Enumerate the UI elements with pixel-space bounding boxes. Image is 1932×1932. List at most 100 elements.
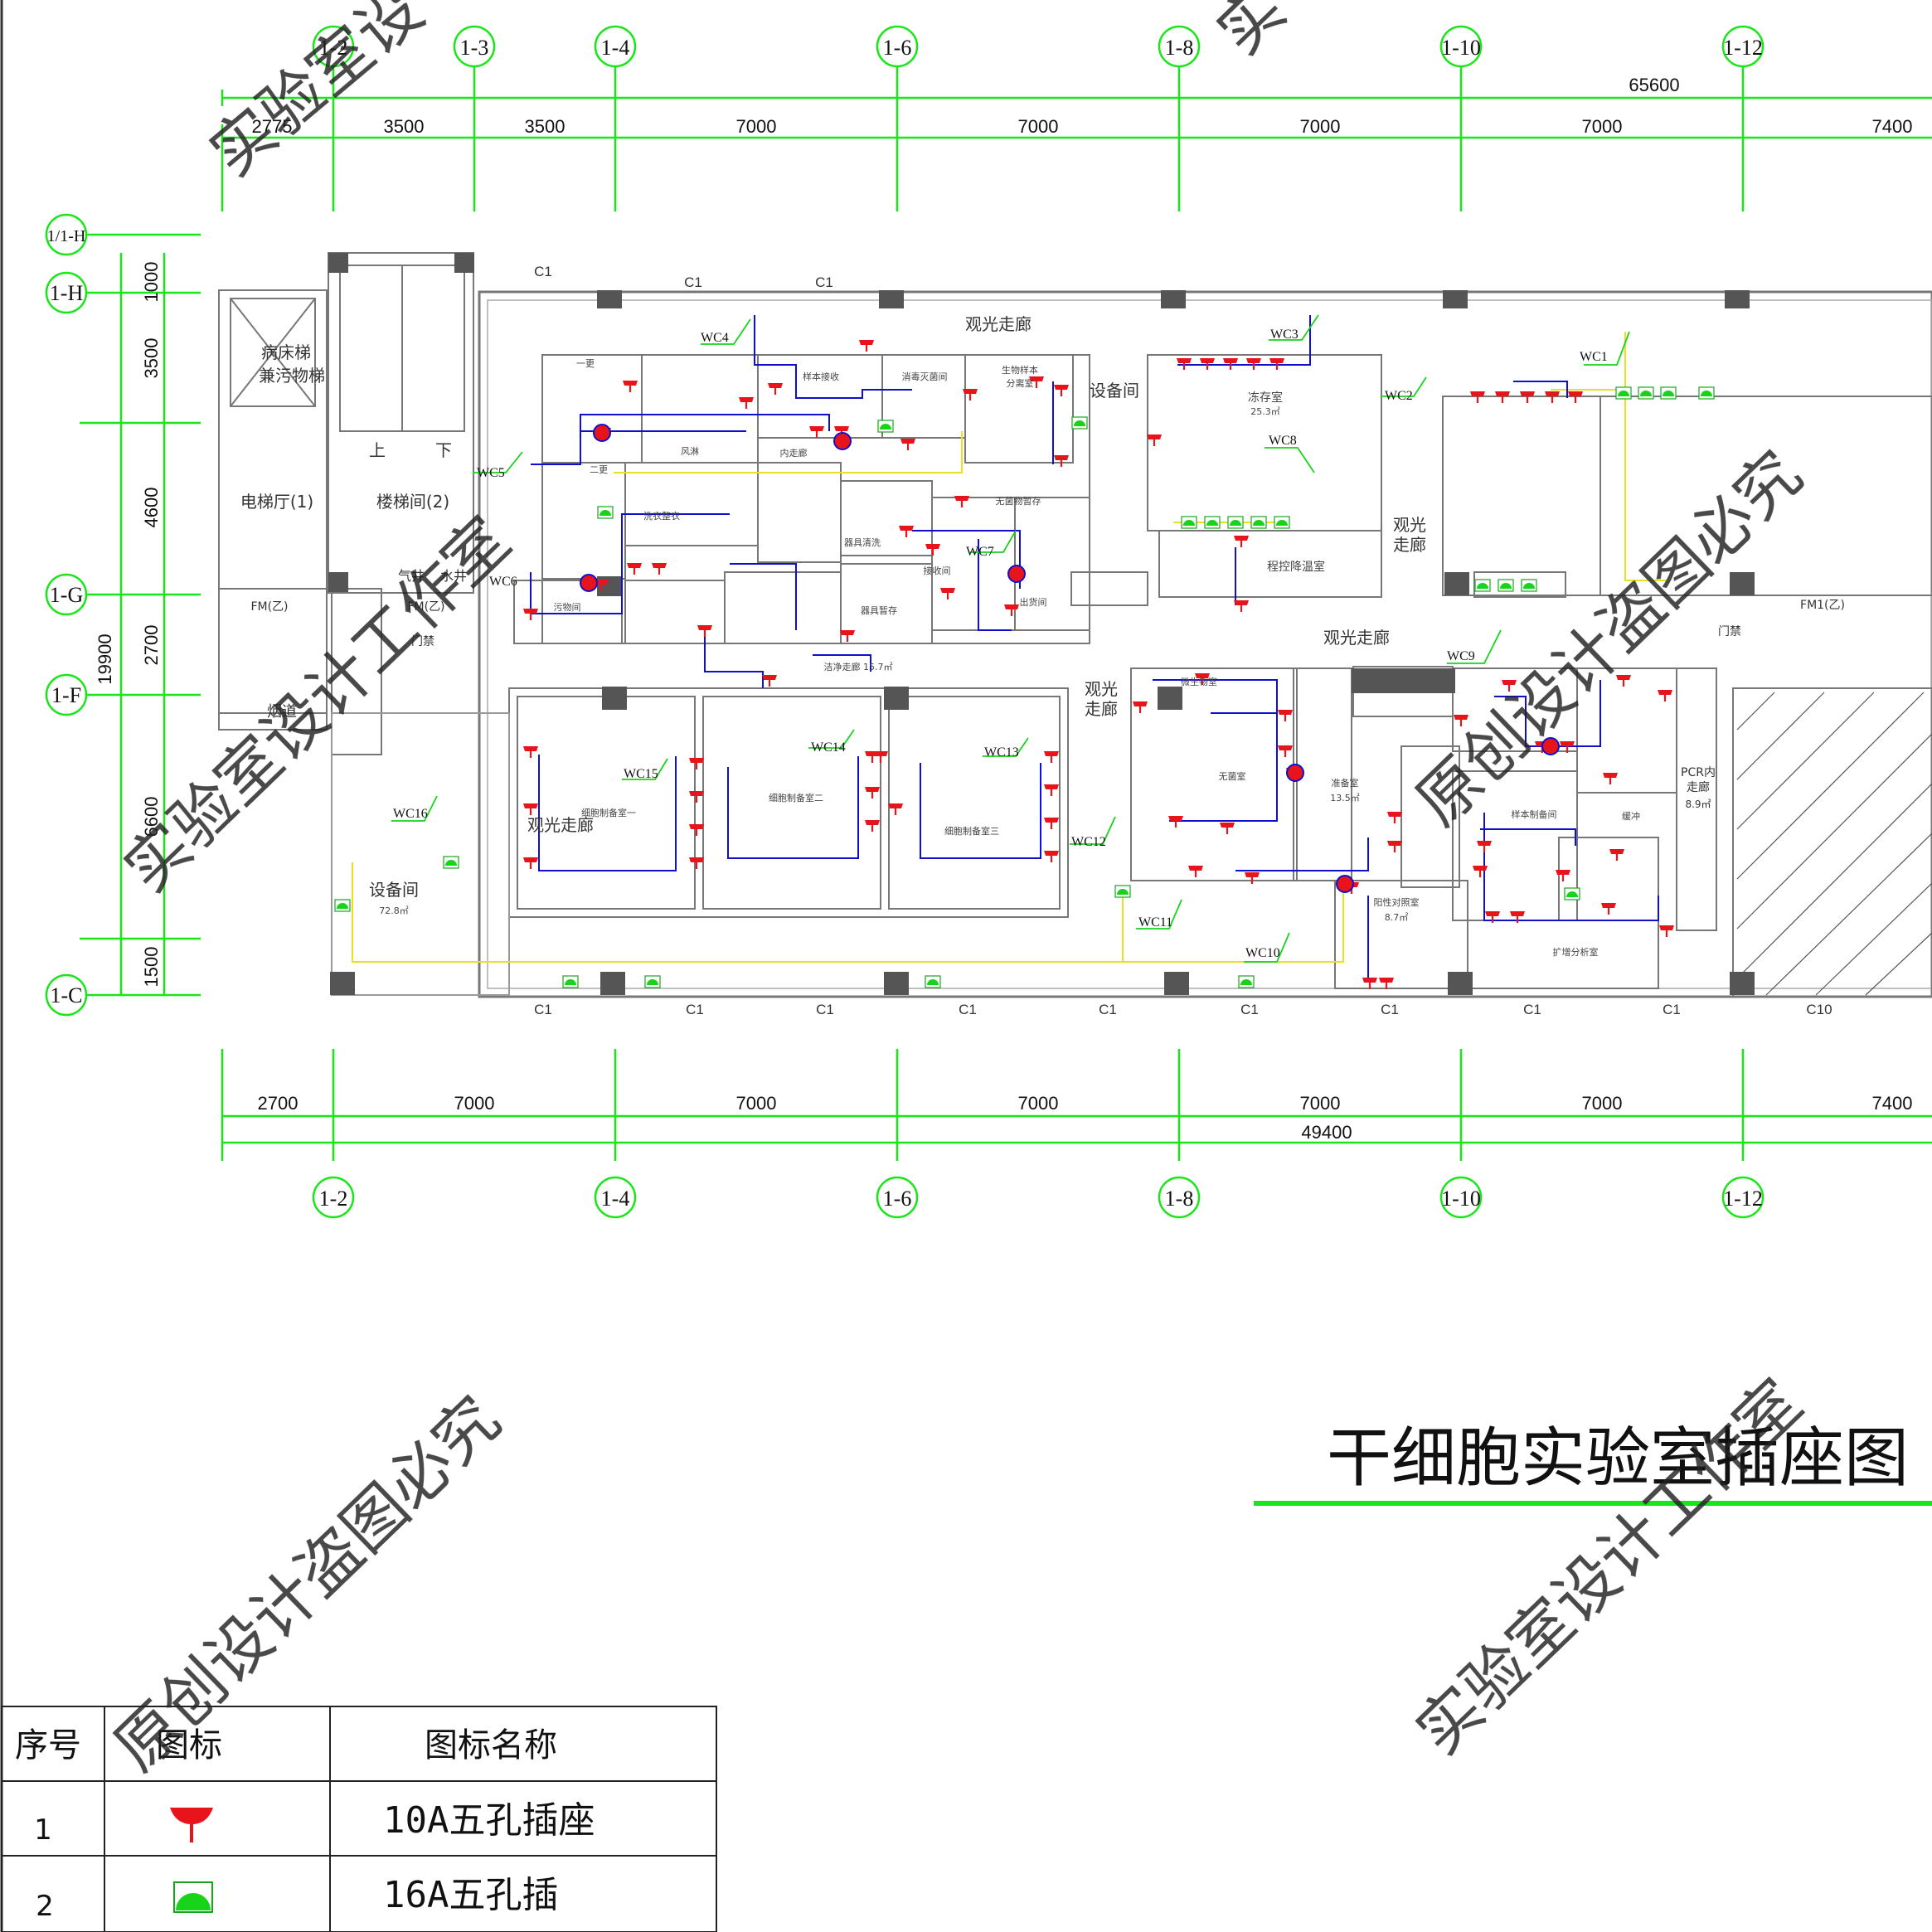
legend-no: 1 xyxy=(34,1813,52,1847)
room-label: PCR内 xyxy=(1681,766,1716,779)
room-label: 风淋 xyxy=(681,446,699,457)
room-label: 冻存室 xyxy=(1248,391,1283,405)
watermark: 实 xyxy=(1203,0,1299,69)
room-label: 器具清洗 xyxy=(844,537,881,548)
left-axis-label: 1-H xyxy=(50,281,84,305)
left-dim: 6600 xyxy=(141,797,162,837)
room-label: 设备间 xyxy=(369,880,419,900)
hatch xyxy=(1736,692,1932,996)
circuit-tag: WC1 xyxy=(1580,350,1608,364)
room-label: 走廊 xyxy=(1687,780,1710,794)
legend-name: 16A五孔插 xyxy=(383,1874,558,1916)
room-label: 阳性对照室 xyxy=(1374,896,1420,908)
room-label: FM(乙) xyxy=(407,600,444,614)
room-label: 观光走廊 xyxy=(1323,628,1390,648)
window-mark: C1 xyxy=(1240,1002,1259,1017)
top-dim: 7400 xyxy=(1872,116,1913,137)
circuit-tag: WC8 xyxy=(1269,434,1297,448)
left-dim: 1500 xyxy=(141,947,162,988)
left-axis-markers xyxy=(45,213,88,1017)
circuit-tag: WC5 xyxy=(477,466,505,480)
room-label: 出货间 xyxy=(1020,596,1047,608)
bottom-dim: 2700 xyxy=(258,1093,299,1114)
green-socket-icon xyxy=(173,1881,213,1913)
watermark: 实验室设 xyxy=(196,0,436,191)
legend-name: 10A五孔插座 xyxy=(383,1799,595,1842)
top-axis-label: 1-12 xyxy=(1723,36,1763,60)
watermark: 原创设计盗图必究 xyxy=(1402,437,1816,840)
circuit-tag: WC3 xyxy=(1270,328,1299,342)
window-mark: C1 xyxy=(534,264,552,279)
room-label: 烟道 xyxy=(267,703,297,721)
window-mark: C1 xyxy=(815,274,833,290)
top-axis-label: 1-6 xyxy=(883,36,912,60)
bottom-dim: 7000 xyxy=(1300,1093,1341,1114)
room-label: 二更 xyxy=(590,464,608,475)
left-axis-label: 1-G xyxy=(50,583,83,607)
circuit-tag: WC2 xyxy=(1385,389,1413,403)
bottom-dim: 7000 xyxy=(736,1093,777,1114)
top-axis-markers xyxy=(312,25,1765,68)
legend-header: 图标 xyxy=(156,1726,222,1765)
room-label: 观光 xyxy=(1085,679,1118,699)
circuit-tag: WC12 xyxy=(1071,835,1106,849)
room-label: 消毒灭菌间 xyxy=(902,371,948,382)
double-sockets xyxy=(580,424,1560,893)
circuit-tag: WC16 xyxy=(393,807,428,821)
room-label: 气井 xyxy=(398,568,425,584)
window-mark: C1 xyxy=(959,1002,977,1017)
room-label: 扩增分析室 xyxy=(1553,946,1599,958)
drawing-title: 干细胞实验室插座图 xyxy=(1327,1421,1909,1496)
room-label: 微生物室 xyxy=(1181,676,1217,687)
yellow-wires xyxy=(352,332,1667,963)
room-label: 洗衣整衣 xyxy=(643,510,680,522)
room-label: 程控降温室 xyxy=(1267,560,1325,574)
top-axis-label: 1-2 xyxy=(319,36,348,60)
left-axis-label: 1-C xyxy=(51,983,83,1007)
circuit-tag: WC6 xyxy=(489,575,517,589)
legend-no: 2 xyxy=(36,1890,54,1923)
window-mark: C1 xyxy=(1099,1002,1117,1017)
blue-wires xyxy=(530,315,1659,983)
room-label: 无菌物暂存 xyxy=(996,495,1041,507)
bottom-axis-label: 1-4 xyxy=(601,1187,630,1211)
room-label: 观光走廊 xyxy=(965,314,1032,334)
room-label: 样本接收 xyxy=(803,371,839,382)
left-dim-total: 19900 xyxy=(95,633,115,684)
room-label: 生物样本 xyxy=(1002,364,1038,376)
window-mark: C1 xyxy=(816,1002,834,1017)
room-label: FM1(乙) xyxy=(1800,599,1845,612)
bottom-dim: 7000 xyxy=(1582,1093,1623,1114)
room-label: 洁净走廊 15.7㎡ xyxy=(824,661,893,672)
top-dim: 3500 xyxy=(384,116,425,137)
room-label: 8.9㎡ xyxy=(1685,799,1711,810)
room-label: 污物间 xyxy=(554,601,581,613)
window-mark: C10 xyxy=(1806,1002,1832,1017)
room-label: 设备间 xyxy=(1090,381,1139,400)
legend-header: 序号 xyxy=(15,1726,81,1765)
room-label: 观光 xyxy=(1393,515,1426,535)
red-socket-icon xyxy=(170,1808,213,1842)
room-label: 样本制备间 xyxy=(1512,808,1557,820)
circuit-tag: WC9 xyxy=(1447,649,1475,663)
watermark: 原创设计盗图必究 xyxy=(100,1382,514,1785)
left-dim: 4600 xyxy=(141,488,162,528)
circuit-tag: WC7 xyxy=(966,545,994,559)
room-label: 观光走廊 xyxy=(527,815,594,835)
room-label: 内走廊 xyxy=(780,447,808,459)
room-label: 72.8㎡ xyxy=(379,905,409,916)
room-label: 器具暂存 xyxy=(861,604,897,616)
room-label: 准备室 xyxy=(1332,777,1359,789)
circuit-tags xyxy=(391,314,1630,963)
top-dim: 2775 xyxy=(252,116,293,137)
columns xyxy=(328,253,1755,995)
circuit-tag: WC10 xyxy=(1245,946,1280,960)
left-dim: 2700 xyxy=(141,625,162,666)
window-mark: C1 xyxy=(534,1002,552,1017)
room-label: 走廊 xyxy=(1393,535,1426,555)
bottom-dim-total: 49400 xyxy=(1301,1122,1352,1143)
legend-header: 图标名称 xyxy=(425,1726,557,1765)
top-dim: 7000 xyxy=(1018,116,1059,137)
circuit-tag: WC4 xyxy=(701,331,729,345)
